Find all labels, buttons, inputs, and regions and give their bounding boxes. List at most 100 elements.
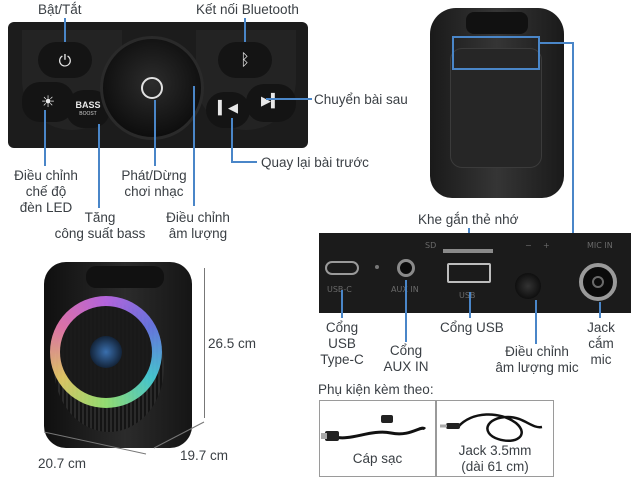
power-icon: ⏻ xyxy=(58,51,72,70)
dimension-line-depth xyxy=(153,421,205,449)
accessory-audio-line1: Jack 3.5mm xyxy=(458,443,532,458)
callout-line-mic-jack xyxy=(599,302,601,318)
callout-line-bluetooth xyxy=(244,18,246,42)
label-prev-track: Quay lại bài trước xyxy=(261,155,369,170)
callout-line-next xyxy=(266,98,312,100)
callout-line-prev-v xyxy=(231,118,233,162)
label-play-line1: Phát/Dừng xyxy=(121,168,187,183)
next-track-button[interactable]: ▶▍ xyxy=(246,84,296,122)
port-plus-label: + xyxy=(543,241,550,250)
label-bass-line2: công suất bass xyxy=(54,226,146,241)
callout-line-aux xyxy=(405,280,407,342)
label-micvol-line2: âm lượng mic xyxy=(495,360,579,375)
label-led-line3: đèn LED xyxy=(19,200,73,215)
callout-line-power xyxy=(64,18,66,42)
label-bass-boost: Tăng công suất bass xyxy=(48,210,152,242)
label-volume-line1: Điều chỉnh xyxy=(166,210,230,225)
usb-cable-icon xyxy=(321,415,427,441)
prev-track-button[interactable]: ▍◀ xyxy=(206,92,250,128)
label-led-mode: Điều chỉnh chế độ đèn LED xyxy=(8,168,84,216)
callout-line-play xyxy=(154,100,156,166)
label-led-line1: Điều chỉnh xyxy=(14,168,78,183)
label-micjack-line2: cắm xyxy=(588,336,614,351)
play-pause-button[interactable] xyxy=(141,77,163,99)
port-mic-label: MIC IN xyxy=(587,241,613,250)
prev-icon: ▍◀ xyxy=(218,101,238,116)
audio-cable-icon xyxy=(440,413,543,442)
label-micvol-line1: Điều chỉnh xyxy=(505,344,569,359)
accessory-card-audio-cable: Jack 3.5mm (dài 61 cm) xyxy=(436,400,554,477)
label-micjack-line1: Jack xyxy=(587,320,615,335)
accessory-audio-line2: (dài 61 cm) xyxy=(461,459,529,474)
power-button[interactable]: ⏻ xyxy=(38,42,92,78)
port-usb-label: USB xyxy=(459,291,476,300)
port-sd-label: SD xyxy=(425,241,437,250)
mic-jack-inner xyxy=(592,276,604,288)
volume-knob[interactable] xyxy=(100,36,204,140)
label-aux-in: Cổng AUX IN xyxy=(378,343,434,375)
callout-line-mic-volume xyxy=(535,300,537,344)
control-panel: ⏻ ☀ BASS BOOST ᛒ ▶▍ ▍◀ xyxy=(8,22,308,148)
port-aux-label: AUX IN xyxy=(391,285,419,294)
label-power: Bật/Tắt xyxy=(38,2,82,17)
callout-line-volume xyxy=(193,86,195,206)
usb-port xyxy=(447,263,491,283)
dimension-line-width xyxy=(43,431,147,455)
label-play-line2: chơi nhạc xyxy=(124,184,184,199)
dimension-depth: 19.7 cm xyxy=(180,448,229,463)
boost-label: BOOST xyxy=(79,111,97,117)
accessory-label-charging-cable: Cáp sạc xyxy=(352,451,403,466)
label-usbc-line3: Type-C xyxy=(320,352,364,367)
label-play-pause: Phát/Dừng chơi nhạc xyxy=(114,168,194,200)
speaker-back-image xyxy=(430,8,564,198)
next-icon: ▶▍ xyxy=(261,94,281,109)
bluetooth-button[interactable]: ᛒ xyxy=(218,42,272,78)
callout-line-prev-h xyxy=(231,161,257,163)
callout-line-usb xyxy=(469,292,471,318)
led-mode-button[interactable]: ☀ xyxy=(22,82,74,122)
light-icon: ☀ xyxy=(40,92,56,111)
mic-jack-port xyxy=(579,263,617,301)
speaker-woofer-center xyxy=(90,336,122,368)
callout-line-usbc xyxy=(341,290,343,318)
port-panel: − + SD USB-C AUX IN USB MIC IN xyxy=(319,233,631,313)
label-usbc-line1: Cổng xyxy=(325,320,359,335)
usb-c-port xyxy=(325,261,359,275)
callout-line-bass xyxy=(98,124,100,208)
callout-line-back-v xyxy=(572,42,574,234)
speaker-front-image xyxy=(44,262,192,448)
dimension-line-height xyxy=(204,268,205,418)
port-usbc-label: USB-C xyxy=(327,285,352,294)
callout-line-led xyxy=(44,110,46,166)
accessory-label-audio-cable: Jack 3.5mm (dài 61 cm) xyxy=(437,443,553,475)
label-bluetooth: Kết nối Bluetooth xyxy=(196,2,299,17)
indicator-dot xyxy=(375,265,379,269)
label-card-slot: Khe gắn thẻ nhớ xyxy=(418,212,519,227)
label-led-line2: chế độ xyxy=(25,184,67,199)
label-usb-c: Cổng USB Type-C xyxy=(318,320,366,368)
port-minus-label: − xyxy=(525,241,532,250)
speaker-handle xyxy=(466,12,528,34)
aux-in-port xyxy=(397,259,415,277)
label-next-track: Chuyển bài sau xyxy=(314,92,408,107)
callout-line-back xyxy=(540,42,574,44)
label-volume: Điều chỉnh âm lượng xyxy=(160,210,236,242)
port-highlight-box xyxy=(452,36,540,70)
dimension-width: 20.7 cm xyxy=(38,456,87,471)
accessories-heading: Phụ kiện kèm theo: xyxy=(318,382,434,397)
sd-card-slot xyxy=(443,249,493,253)
mic-volume-knob[interactable] xyxy=(515,273,541,299)
bluetooth-icon: ᛒ xyxy=(240,50,250,69)
label-usb-port: Cổng USB xyxy=(440,320,504,335)
label-mic-volume: Điều chỉnh âm lượng mic xyxy=(492,344,582,376)
label-usbc-line2: USB xyxy=(328,336,356,351)
label-aux-line1: Cổng xyxy=(389,343,423,358)
label-mic-jack: Jack cắm mic xyxy=(580,320,622,368)
dimension-height: 26.5 cm xyxy=(208,336,257,351)
label-volume-line2: âm lượng xyxy=(168,226,228,241)
bass-label: BASS xyxy=(75,100,101,110)
label-aux-line2: AUX IN xyxy=(383,359,429,374)
label-bass-line1: Tăng xyxy=(84,210,116,225)
label-micjack-line3: mic xyxy=(590,352,612,367)
speaker-top-handle xyxy=(86,266,164,288)
